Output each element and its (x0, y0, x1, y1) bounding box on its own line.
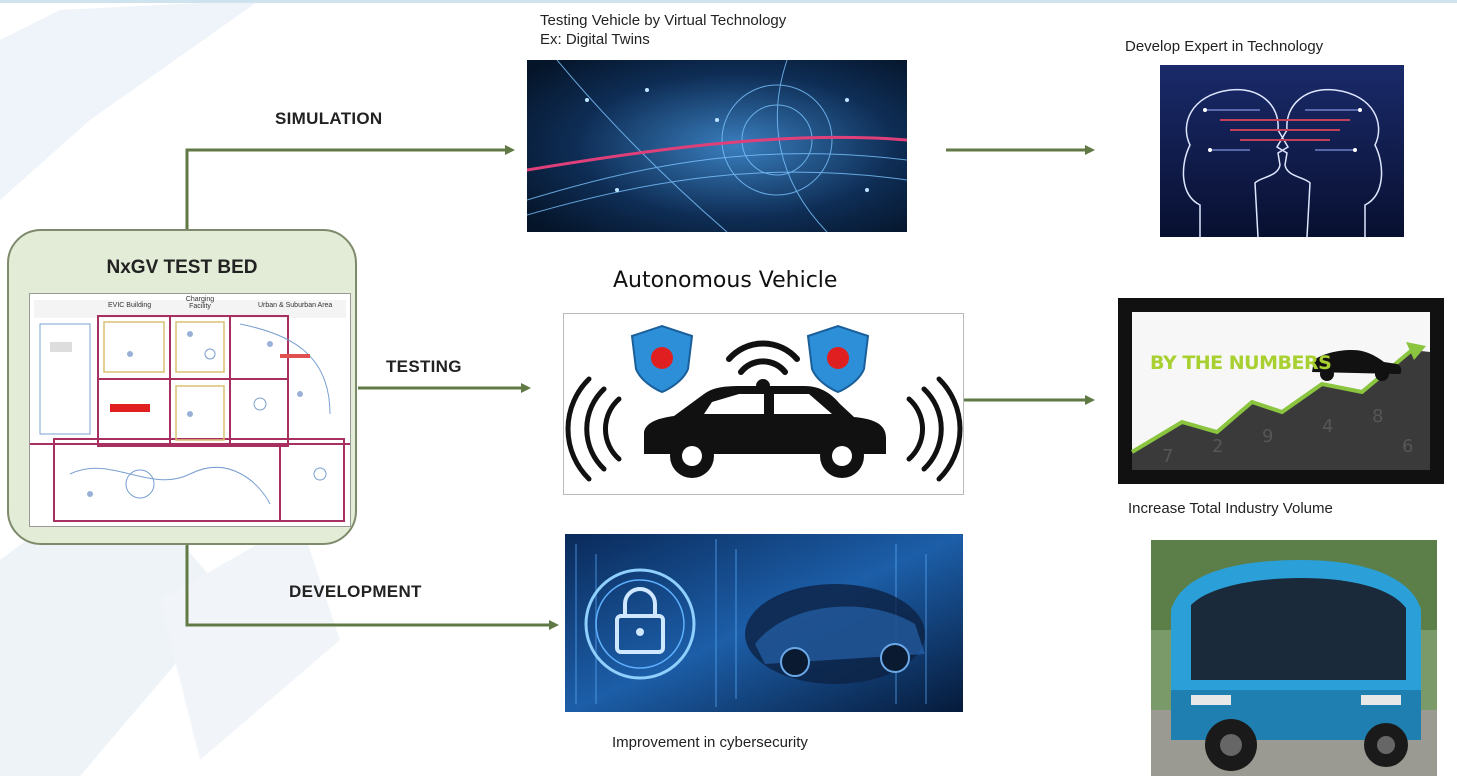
expert-caption: Develop Expert in Technology (1125, 38, 1324, 55)
simulation-label: SIMULATION (275, 109, 383, 128)
svg-text:6: 6 (1402, 436, 1413, 457)
shield-icon (630, 324, 694, 394)
development-arrow (185, 545, 559, 630)
head-profile-icon (1182, 88, 1383, 237)
cybersecurity-image (565, 534, 963, 712)
autonomous-caption: Autonomous Vehicle (613, 268, 838, 293)
simulation-caption-line2: Ex: Digital Twins (540, 31, 650, 48)
map-label-charging: Charging Facility (185, 296, 215, 310)
digital-twin-image (527, 60, 907, 232)
wifi-signal-icon (726, 340, 800, 393)
lock-icon (584, 568, 696, 680)
simulation-caption-line1: Testing Vehicle by Virtual Technology (540, 12, 787, 29)
testbed-title: NxGV TEST BED (106, 257, 258, 278)
autonomous-vehicle-image (563, 313, 964, 495)
car-icon (1312, 350, 1402, 381)
top-rule (0, 0, 1457, 3)
shield-icon (806, 324, 870, 394)
testbed-box: NxGV TEST BED (7, 229, 357, 545)
volume-caption: Increase Total Industry Volume (1128, 500, 1333, 517)
testbed-map: EVIC Building Charging Facility Urban & … (29, 293, 351, 527)
map-label-urban: Urban & Suburban Area (258, 302, 333, 309)
svg-text:8: 8 (1372, 406, 1383, 427)
expert-image (1160, 65, 1404, 237)
simulation-arrow (185, 145, 515, 229)
map-label-evic: EVIC Building (108, 302, 152, 309)
svg-text:7: 7 (1162, 446, 1173, 467)
development-label: DEVELOPMENT (289, 582, 422, 601)
car-icon (644, 386, 886, 478)
svg-text:4: 4 (1322, 416, 1333, 437)
svg-text:2: 2 (1212, 436, 1223, 457)
cyber-caption: Improvement in cybersecurity (612, 734, 808, 751)
simulation-caption: Testing Vehicle by Virtual Technology Ex… (540, 11, 786, 49)
testing-label: TESTING (386, 357, 462, 376)
autonomous-shuttle-image (1151, 540, 1437, 776)
by-the-numbers-text: BY THE NUMBERS (1150, 352, 1332, 374)
svg-text:9: 9 (1262, 426, 1273, 447)
testbed-map-drawing (30, 294, 350, 526)
